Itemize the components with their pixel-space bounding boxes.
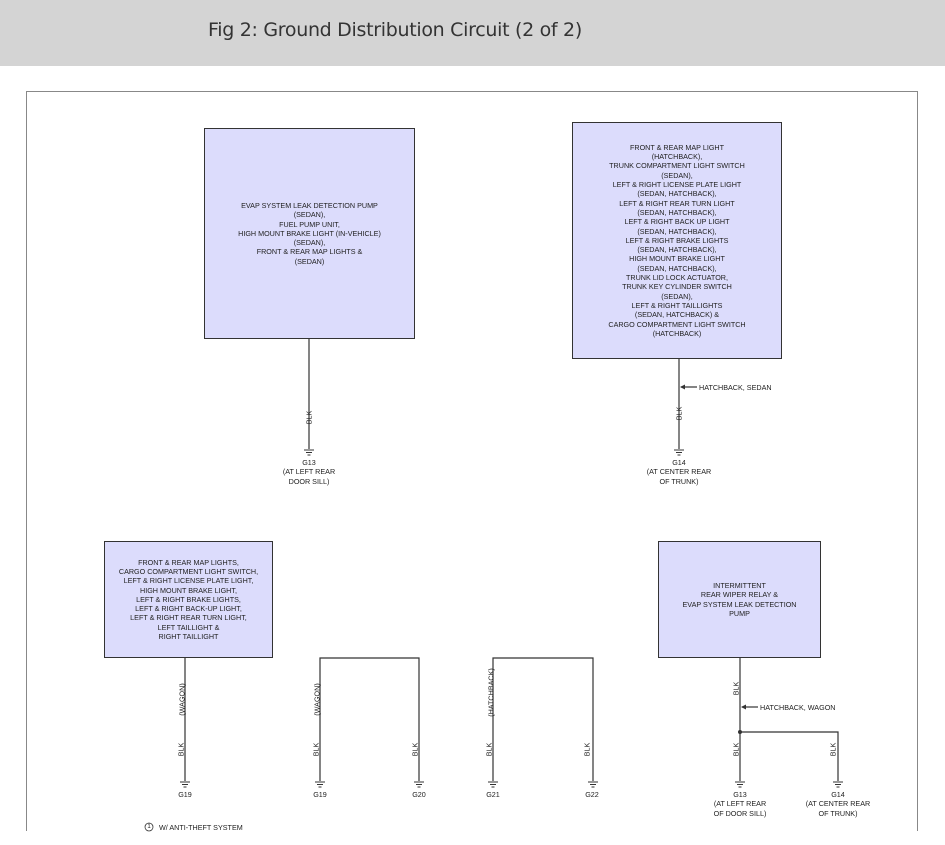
ground-label-g13-top: G13 (AT LEFT REAR DOOR SILL) bbox=[282, 458, 336, 486]
wire-color-label: BLK bbox=[176, 742, 186, 757]
diagram-frame bbox=[26, 91, 918, 831]
wire-color-label: BLK bbox=[304, 410, 314, 425]
component-box-1: EVAP SYSTEM LEAK DETECTION PUMP (SEDAN),… bbox=[204, 128, 415, 339]
wire-color-label: BLK bbox=[828, 742, 838, 757]
ground-label-g19: G19 bbox=[178, 790, 192, 799]
wire-color-label: BLK bbox=[311, 742, 321, 757]
ground-label-g22: G22 bbox=[585, 790, 599, 799]
variant-label-hatchback-sedan: HATCHBACK, SEDAN bbox=[699, 383, 772, 392]
wire-color-label: BLK bbox=[674, 406, 684, 421]
ground-label-g13-bottom: G13 (AT LEFT REAR OF DOOR SILL) bbox=[713, 790, 767, 818]
wire-color-label: BLK bbox=[582, 742, 592, 757]
ground-icon bbox=[180, 781, 190, 788]
ground-icon bbox=[674, 449, 684, 456]
footnote-text: W/ ANTI-THEFT SYSTEM bbox=[159, 823, 243, 832]
ground-icon bbox=[833, 781, 843, 788]
ground-label-g19: G19 bbox=[313, 790, 327, 799]
ground-label-g14-bottom: G14 (AT CENTER REAR OF TRUNK) bbox=[805, 790, 871, 818]
ground-icon bbox=[304, 449, 314, 456]
variant-label-wagon: (WAGON) bbox=[312, 683, 322, 716]
ground-icon bbox=[488, 781, 498, 788]
component-box-3: FRONT & REAR MAP LIGHTS, CARGO COMPARTME… bbox=[104, 541, 273, 658]
component-box-2: FRONT & REAR MAP LIGHT (HATCHBACK), TRUN… bbox=[572, 122, 782, 359]
ground-icon bbox=[588, 781, 598, 788]
component-box-4: INTERMITTENT REAR WIPER RELAY & EVAP SYS… bbox=[658, 541, 821, 658]
footnote-circle-icon bbox=[144, 822, 154, 832]
ground-label-g21: G21 bbox=[486, 790, 500, 799]
figure-header: Fig 2: Ground Distribution Circuit (2 of… bbox=[0, 0, 945, 66]
ground-label-g14-top: G14 (AT CENTER REAR OF TRUNK) bbox=[646, 458, 712, 486]
ground-icon bbox=[315, 781, 325, 788]
figure-title: Fig 2: Ground Distribution Circuit (2 of… bbox=[208, 19, 582, 41]
wire-color-label: BLK bbox=[484, 742, 494, 757]
ground-symbols bbox=[180, 449, 843, 788]
ground-icon bbox=[735, 781, 745, 788]
variant-label-hatchback: (HATCHBACK) bbox=[486, 668, 496, 717]
variant-label-hatchback-wagon: HATCHBACK, WAGON bbox=[760, 703, 836, 712]
wire-color-label: BLK bbox=[731, 681, 741, 696]
wire-color-label: BLK bbox=[410, 742, 420, 757]
footnote-number: 1 bbox=[147, 824, 151, 830]
wire-color-label: BLK bbox=[731, 742, 741, 757]
ground-label-g20: G20 bbox=[412, 790, 426, 799]
ground-icon bbox=[414, 781, 424, 788]
variant-label-wagon: (WAGON) bbox=[177, 683, 187, 716]
